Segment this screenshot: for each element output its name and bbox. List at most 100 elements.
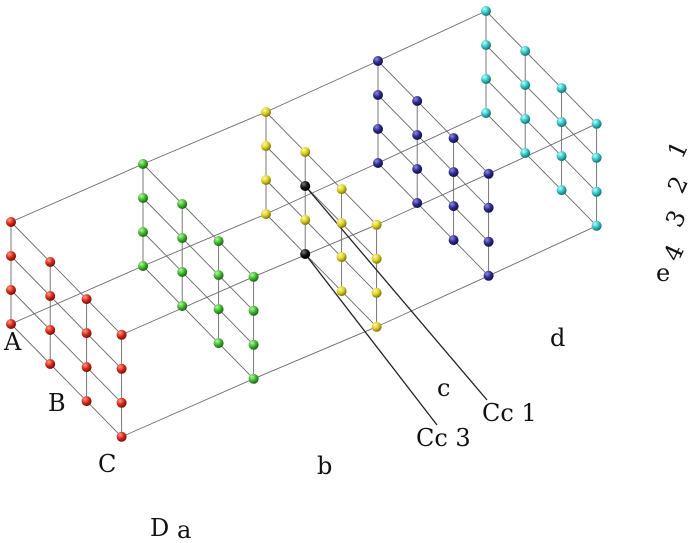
lattice-point-d-3-0: [483, 168, 494, 179]
level-label-3: 3: [660, 206, 692, 232]
lattice-point-e-1-0: [520, 45, 531, 56]
rung-c-0: [265, 111, 377, 226]
lattice-point-b-3-3: [248, 373, 259, 384]
lattice-point-d-2-0: [448, 133, 459, 144]
lattice-point-c-2-0: [336, 184, 347, 195]
rung-a-3: [10, 323, 122, 438]
row-label-a-upper: A: [3, 328, 22, 356]
lattice-point-c-3-2: [371, 287, 382, 298]
edge-top-back-bc: [253, 224, 377, 278]
edge-bottom-back-de: [488, 225, 597, 277]
lattice-point-e-0-0: [481, 6, 491, 16]
lattice-point-e-0-1: [481, 40, 491, 50]
row-label-c-upper: C: [98, 450, 116, 478]
rung-a-1: [10, 255, 122, 370]
edge-bottom-front-ab: [10, 265, 144, 325]
lattice-point-e-0-3: [481, 108, 491, 118]
lattice-point-b-3-2: [248, 339, 259, 350]
column-label-b: b: [317, 452, 332, 480]
lattice-point-a-1-1: [45, 290, 56, 301]
edge-bottom-back-cd: [376, 275, 489, 328]
edge-bottom-back-ab: [121, 378, 254, 438]
wireframe-lines: [10, 10, 598, 438]
edge-top-front-cd: [265, 60, 379, 113]
lattice-point-c-0-1: [261, 141, 271, 151]
lattice-point-b-0-0: [138, 159, 148, 169]
edge-top-back-ab: [121, 276, 254, 336]
lattice-point-d-3-2: [483, 236, 494, 247]
edge-bottom-back-bc: [253, 326, 377, 380]
edge-top-front-ab: [10, 163, 144, 223]
lattice-point-d-0-2: [373, 124, 383, 134]
lattice-point-e-1-2: [520, 113, 531, 124]
lattice-point-a-1-2: [45, 324, 56, 335]
level-label-2: 2: [662, 172, 694, 198]
lattice-point-c-2-2: [336, 252, 347, 263]
rung-d-2: [377, 128, 489, 243]
lattice-point-e-0-2: [481, 74, 491, 84]
lattice-point-a-3-3: [116, 431, 127, 442]
rung-d-0: [377, 60, 489, 175]
rung-a-0: [10, 221, 122, 336]
rung-e-1: [485, 44, 597, 159]
lattice-point-e-2-0: [556, 83, 567, 94]
lattice-point-b-0-1: [138, 193, 148, 203]
lattice-point-b-1-1: [177, 232, 188, 243]
edge-top-back-de: [488, 123, 597, 175]
lattice-point-d-1-3: [412, 197, 423, 208]
lattice-point-d-2-3: [448, 235, 459, 246]
edge-top-front-bc: [142, 111, 267, 165]
lattice-point-d-2-1: [448, 167, 459, 178]
lattice-point-b-2-0: [213, 236, 224, 247]
rung-b-2: [142, 231, 254, 346]
rung-c-3: [265, 213, 377, 328]
leader-cc1: [304, 185, 488, 401]
rung-b-1: [142, 197, 254, 312]
edge-top-front-de: [377, 10, 487, 62]
leader-cc3: [304, 253, 438, 426]
column-label-d: d: [550, 324, 565, 352]
lattice-point-c-1-0: [300, 146, 311, 157]
lattice-point-b-2-3: [213, 338, 224, 349]
lattice-point-e-3-1: [591, 152, 602, 163]
lattice-point-c-1-2: [300, 214, 311, 225]
lattice-point-c-3-3: [371, 321, 382, 332]
lattice-point-d-0-3: [373, 158, 383, 168]
lattice-point-b-1-2: [177, 266, 188, 277]
lattice-point-b-2-1: [213, 270, 224, 281]
row-label-d-upper: D: [150, 514, 169, 542]
rung-e-0: [485, 10, 597, 125]
level-label-1: 1: [662, 137, 694, 163]
lattice-point-b-1-0: [177, 198, 188, 209]
lattice-point-d-1-0: [412, 95, 423, 106]
lattice-point-b-0-3: [138, 261, 148, 271]
lattice-point-e-3-2: [591, 186, 602, 197]
column-label-c: c: [437, 374, 450, 402]
rung-c-1: [265, 145, 377, 260]
lattice-point-a-0-0: [6, 217, 16, 227]
callout-cc3: Cc 3: [416, 424, 471, 452]
column-label-a: a: [177, 516, 191, 543]
lattice-point-a-3-0: [116, 329, 127, 340]
lattice-point-b-0-2: [138, 227, 148, 237]
lattice-point-a-0-2: [6, 285, 16, 295]
lattice-point-c-3-1: [371, 253, 382, 264]
edge-bottom-front-de: [377, 112, 487, 164]
lattice-point-e-2-1: [556, 117, 567, 128]
edge-bottom-front-bc: [142, 213, 267, 267]
highlight-point-c-1-3: [300, 248, 311, 259]
lattice-point-c-2-3: [336, 286, 347, 297]
lattice-point-e-1-1: [520, 79, 531, 90]
lattice-point-e-3-0: [591, 118, 602, 129]
lattice-point-b-3-1: [248, 305, 259, 316]
lattice-point-a-1-0: [45, 256, 56, 267]
lattice-point-e-2-2: [556, 151, 567, 162]
edge-top-back-cd: [376, 173, 489, 226]
lattice-point-d-1-2: [412, 163, 423, 174]
lattice-point-c-0-2: [261, 175, 271, 185]
callout-cc1: Cc 1: [482, 399, 537, 427]
lattice-point-a-2-1: [81, 328, 92, 339]
lattice-point-a-3-1: [116, 363, 127, 374]
column-label-e: e: [656, 259, 670, 287]
